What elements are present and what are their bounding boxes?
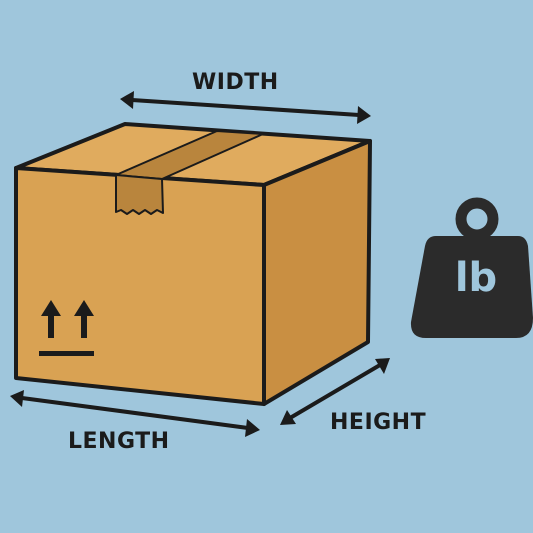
- up-arrows-base-line: [39, 351, 94, 356]
- weight-unit-label: lb: [454, 255, 498, 301]
- length-arrow: [10, 390, 260, 437]
- packing-tape-front: [115, 174, 164, 215]
- weight-icon: [410, 197, 533, 338]
- cardboard-box-icon: [14, 122, 372, 406]
- height-arrow: [280, 358, 390, 425]
- up-arrow-left: [41, 300, 61, 338]
- width-label: WIDTH: [192, 70, 279, 95]
- length-label: LENGTH: [68, 429, 170, 454]
- width-arrow: [120, 91, 371, 124]
- up-arrow-right: [74, 300, 94, 338]
- weight-body: [410, 236, 533, 338]
- this-side-up-arrows-icon: [39, 300, 94, 356]
- weight-handle: [455, 197, 499, 241]
- height-label: HEIGHT: [330, 410, 427, 435]
- box-side-face: [262, 139, 372, 406]
